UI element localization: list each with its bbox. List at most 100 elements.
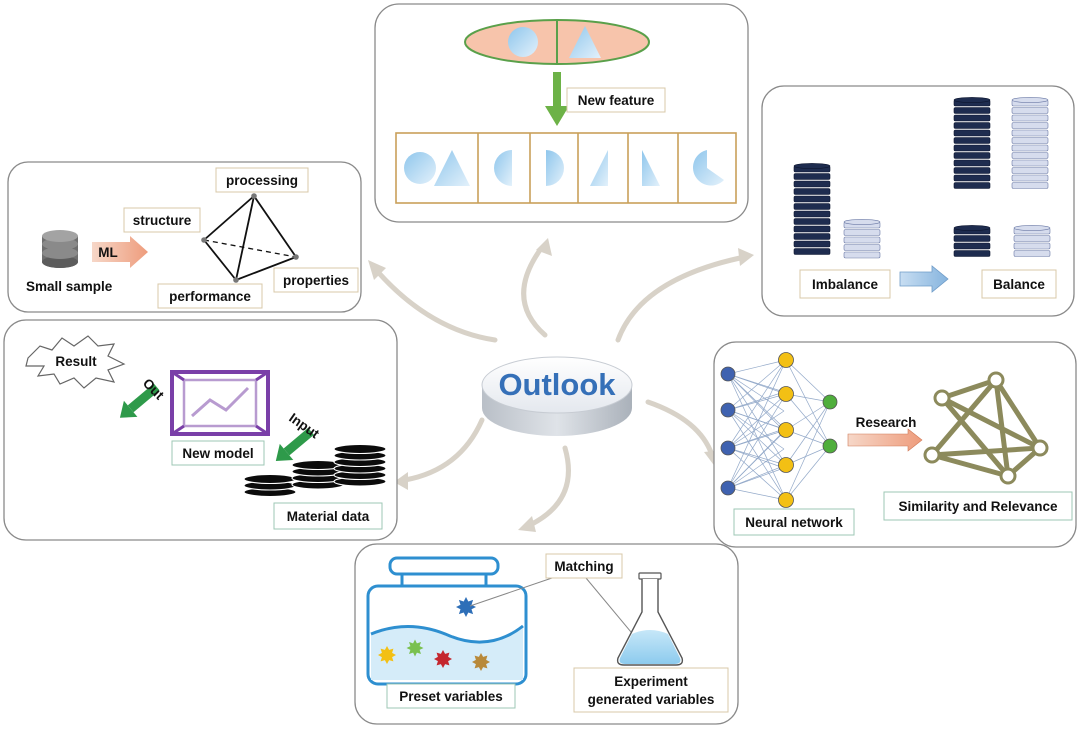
result-burst: Result — [25, 335, 126, 389]
neural-network-label: Neural network — [745, 515, 843, 530]
performance-label-box — [157, 283, 263, 309]
stack-disc — [1013, 250, 1051, 257]
nn-edge — [727, 373, 785, 393]
nn-node — [720, 402, 736, 418]
stack-disc — [1011, 152, 1049, 159]
connector-arrows — [368, 238, 754, 532]
structure-label: structure — [133, 213, 192, 228]
material-disc — [333, 443, 387, 455]
stack-disc — [793, 210, 831, 218]
cell-mixed-shape — [693, 150, 724, 186]
similarity-label: Similarity and Relevance — [898, 499, 1058, 514]
panel-frame — [7, 161, 362, 313]
stack-disc — [793, 248, 831, 255]
result-label: Result — [55, 354, 97, 369]
arrow-to-matching — [527, 445, 571, 528]
nn-edge — [727, 359, 787, 489]
stack-disc — [793, 203, 831, 210]
matching-line — [469, 577, 553, 607]
nn-edge — [727, 373, 785, 432]
nn-node — [778, 386, 794, 402]
stack-disc — [1011, 144, 1049, 152]
small-sample-label: Small sample — [26, 279, 113, 294]
stack-disc — [953, 174, 991, 182]
stack-disc — [1011, 114, 1049, 122]
imbalance-label-box — [799, 269, 891, 299]
imbalance-label: Imbalance — [812, 277, 879, 292]
stack-disc — [843, 236, 881, 244]
stack-disc — [1013, 235, 1051, 242]
database-icon — [42, 230, 78, 268]
tetrahedron-icon — [201, 193, 299, 283]
processing-label-box — [215, 167, 309, 193]
similarity-label-box — [883, 491, 1073, 521]
nn-edge — [727, 447, 785, 469]
flask-icon — [616, 572, 684, 666]
balance-label: Balance — [993, 277, 1045, 292]
nn-edge — [727, 391, 785, 411]
panel-matching: Matching Preset variables Experiment gen… — [354, 543, 739, 725]
stack-disc — [1011, 167, 1049, 174]
star-icon — [434, 650, 452, 668]
nn-node — [778, 352, 794, 368]
nn-node — [822, 438, 838, 454]
nn-edge — [785, 401, 831, 501]
nn-edge — [727, 428, 785, 449]
stack-disc — [953, 235, 991, 242]
stack-disc — [793, 173, 831, 180]
new-feature-label: New feature — [578, 93, 655, 108]
stack-disc — [953, 242, 991, 250]
nn-edge — [727, 410, 785, 449]
circle-shape — [508, 27, 538, 57]
cell-half-triangle — [590, 150, 608, 186]
nn-edge — [727, 409, 785, 430]
stack-light-short — [1013, 225, 1051, 257]
stack-disc — [793, 240, 831, 248]
matching-label-box — [545, 553, 623, 579]
material-data-label-box — [273, 502, 383, 530]
nn-edge — [727, 487, 787, 501]
star-icon — [472, 653, 490, 671]
nn-edge — [727, 373, 785, 412]
new-feature-label-box — [566, 87, 666, 113]
nn-edge — [727, 430, 785, 489]
stack-disc — [793, 180, 831, 188]
matching-label: Matching — [554, 559, 613, 574]
stack-disc — [843, 251, 881, 259]
nn-node — [778, 492, 794, 508]
stack-cap — [843, 219, 881, 225]
material-disc — [243, 473, 297, 485]
stack-disc — [1011, 159, 1049, 167]
stack-disc — [793, 218, 831, 225]
arrow-to-balance — [615, 255, 743, 343]
nn-edge — [727, 447, 787, 466]
stack-disc — [1011, 129, 1049, 137]
material-stack — [243, 473, 297, 498]
nn-node — [778, 457, 794, 473]
stack-dark-large — [793, 163, 831, 255]
new-model-label: New model — [182, 446, 253, 461]
properties-label-box — [273, 267, 359, 293]
nn-edge — [785, 401, 831, 466]
nn-edge — [785, 445, 831, 501]
nn-node — [822, 394, 838, 410]
cell-half-triangle — [642, 150, 660, 186]
processing-label: processing — [226, 173, 298, 188]
nn-node — [720, 366, 736, 382]
stack-cap — [1013, 225, 1051, 231]
stack-disc — [953, 114, 991, 122]
panel-balance: Imbalance Balance — [761, 85, 1075, 317]
experiment-label-line2: generated variables — [588, 692, 715, 707]
neural-network-nodes — [720, 352, 838, 508]
arrow-to-neural — [645, 399, 715, 458]
balance-arrow — [899, 265, 949, 293]
stack-cap — [1011, 97, 1049, 103]
nn-edge — [727, 393, 787, 449]
panel-frame — [761, 85, 1075, 317]
nn-edge — [727, 448, 785, 489]
stack-disc — [953, 182, 991, 189]
neural-network-edges — [727, 359, 831, 501]
properties-label: properties — [283, 273, 349, 288]
nn-edge — [785, 359, 831, 447]
